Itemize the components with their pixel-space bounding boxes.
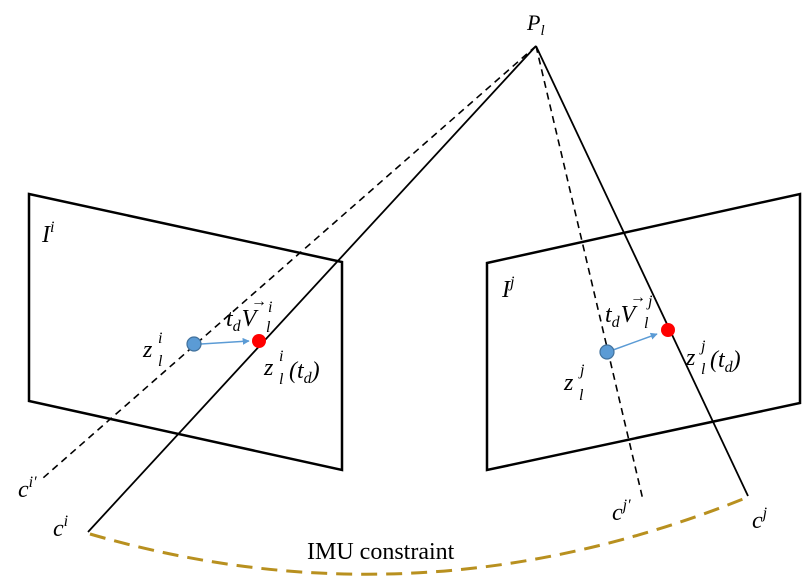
imu-constraint-curve [89,495,749,576]
ray-to-right-camera [535,45,749,497]
right-velocity-arrow [612,332,658,351]
right-delayed-observation-label: z [685,345,696,371]
right-delayed-observation-sup: j [699,338,706,355]
right-observation-sup: j [578,362,585,379]
left-delayed-observation-dot [252,334,266,348]
left-delayed-observation-suffix: (td) [289,358,320,387]
left-delayed-observation-label: z [263,355,274,381]
right-velocity-label: tdV [605,302,638,331]
ray-to-right-camera-prime [535,45,644,501]
right-velocity-arrow-glyph: → [630,289,646,306]
left-velocity-sub: l [266,319,271,336]
right-camera-prime-label: cj′ [612,497,631,526]
ray-to-left-camera [87,45,537,533]
right-delayed-observation-suffix: (td) [710,347,741,376]
right-velocity-sup: j [646,293,653,310]
left-velocity-sup: i [268,299,272,316]
right-observation-sub: l [579,387,584,404]
left-observation-sup: i [158,330,162,347]
left-camera-label: ci [53,513,68,542]
point-label: Pl [526,10,545,39]
right-image-label: Ij [501,274,515,303]
right-observation-dot [599,344,615,360]
left-delayed-observation-sup: i [279,348,283,365]
left-velocity-arrow-glyph: → [251,293,267,310]
left-observation-label: z [142,337,153,363]
left-velocity-arrow [200,337,250,345]
left-observation-sub: l [158,353,163,370]
imu-constraint-label: IMU constraint [307,539,455,565]
right-camera-label: cj [752,505,768,534]
left-velocity-label: tdV [226,306,259,335]
left-camera-prime-label: ci′ [18,474,37,503]
left-image-label: Ii [41,219,54,248]
right-observation-label: z [563,370,574,396]
ray-to-left-camera-prime [42,45,537,479]
right-image-plane [485,192,802,472]
left-observation-dot [186,336,202,352]
right-delayed-observation-sub: l [701,361,706,378]
left-image-plane [27,192,344,472]
right-velocity-sub: l [644,315,649,332]
right-delayed-observation-dot [661,323,675,337]
left-delayed-observation-sub: l [279,371,284,388]
